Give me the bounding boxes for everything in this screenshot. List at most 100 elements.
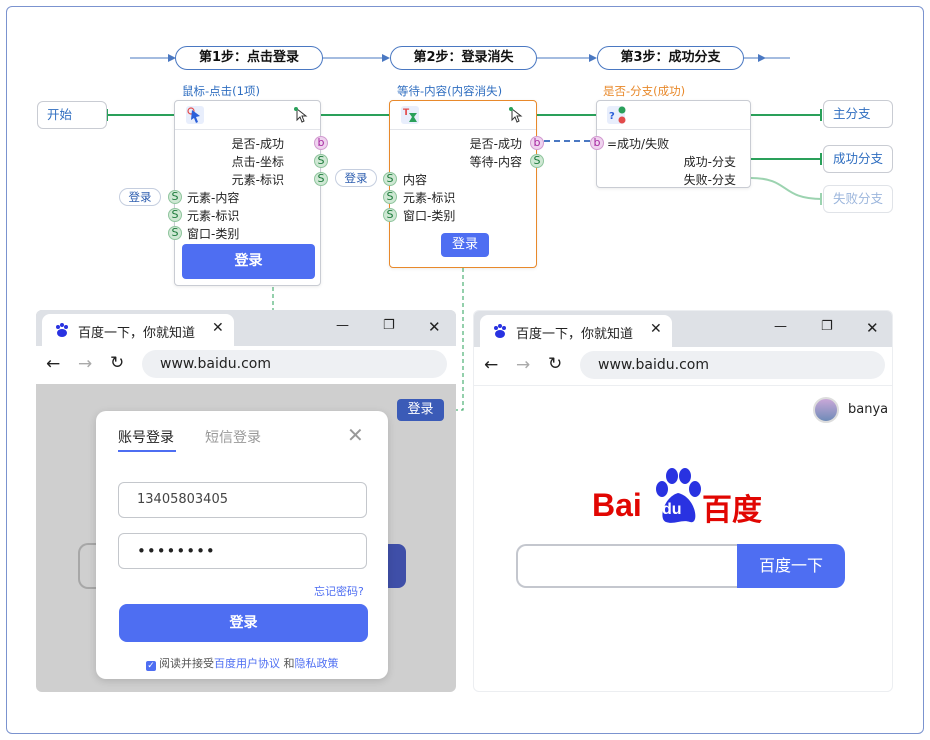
node1-card[interactable]: 是否-成功 b 点击-坐标 S 元素-标识 S S 元素-内容 S 元素-标识 … — [168, 100, 328, 286]
string-port-badge[interactable]: S — [383, 190, 397, 204]
back-icon[interactable]: ← — [46, 354, 61, 374]
svg-text:?: ? — [609, 111, 615, 122]
timeline-arrow — [589, 54, 597, 62]
node3-header: ? — [597, 101, 750, 130]
baidu-paw-icon — [494, 324, 506, 338]
node1-input-element-id: 元素-标识 — [187, 209, 240, 223]
browser-right: 百度一下，你就知道 ✕ — ❐ ✕ ← → ↻ www.baidu.com ba… — [473, 310, 893, 692]
login-float-tag[interactable]: 登录 — [397, 399, 444, 421]
string-port-badge[interactable]: S — [383, 172, 397, 186]
privacy-policy-link[interactable]: 隐私政策 — [294, 657, 339, 670]
mouse-click-icon — [186, 106, 204, 124]
browser-tab[interactable]: 百度一下，你就知道 ✕ — [480, 315, 672, 347]
forgot-password-link[interactable]: 忘记密码? — [314, 585, 364, 598]
node2-header: T — [390, 101, 536, 130]
agree-and: 和 — [283, 657, 295, 670]
node2-input-chip[interactable]: 登录 — [335, 169, 377, 187]
success-branch-node[interactable]: 成功分支 — [823, 145, 893, 173]
node1-input-element-content: 元素-内容 — [187, 191, 240, 205]
dialog-close-icon[interactable]: ✕ — [347, 423, 364, 447]
node1-output-coords: 点击-坐标 — [231, 155, 284, 169]
page-search-button — [386, 544, 406, 588]
bool-port-badge[interactable]: b — [314, 136, 328, 150]
tab-bar: 百度一下，你就知道 ✕ — ❐ ✕ — [474, 311, 892, 347]
nav-bar: ← → ↻ www.baidu.com — [474, 347, 892, 386]
tab-sms-login[interactable]: 短信登录 — [205, 430, 261, 446]
node3-card[interactable]: ? b =成功/失败 成功-分支 失败-分支 — [590, 100, 751, 188]
node1-header — [175, 101, 320, 130]
outer-frame — [6, 6, 924, 734]
step-2-pill: 第2步：登录消失 — [390, 46, 537, 70]
tab-title: 百度一下，你就知道 — [516, 327, 634, 342]
minimize-icon[interactable]: — — [336, 318, 349, 333]
window-close-icon[interactable]: ✕ — [866, 319, 879, 337]
logo-text-right: 百度 — [702, 493, 762, 528]
forward-icon[interactable]: → — [516, 355, 531, 375]
logo-text-left: Bai — [592, 487, 642, 523]
node3-title: 是否-分支(成功) — [603, 84, 686, 98]
tab-underline — [118, 450, 176, 452]
restore-icon[interactable]: ❐ — [383, 318, 395, 333]
pointer-pick-icon[interactable] — [508, 106, 526, 124]
node1-output-element-id: 元素-标识 — [231, 173, 284, 187]
string-port-badge[interactable]: S — [383, 208, 397, 222]
start-node[interactable]: 开始 — [37, 101, 107, 129]
node3-output-fail-branch: 失败-分支 — [683, 173, 736, 187]
nav-bar: ← → ↻ www.baidu.com — [36, 346, 456, 384]
string-port-badge[interactable]: S — [314, 172, 328, 186]
node2-input-window-class: 窗口-类别 — [403, 209, 456, 223]
minimize-icon[interactable]: — — [774, 319, 787, 334]
back-icon[interactable]: ← — [484, 355, 499, 375]
phone-input[interactable]: 13405803405 — [118, 482, 367, 518]
agreement-line: ✓阅读并接受百度用户协议 和隐私政策 — [146, 655, 339, 671]
node2-output-wait-content: 等待-内容 — [469, 155, 522, 169]
tab-close-icon[interactable]: ✕ — [650, 321, 662, 337]
node2-card[interactable]: T 是否-成功 b 等待-内容 S S 内容 S 元素-标识 S 窗口-类别 登… — [383, 100, 544, 268]
search-input[interactable] — [516, 544, 738, 588]
tab-account-login[interactable]: 账号登录 — [118, 430, 174, 446]
string-port-badge[interactable]: S — [168, 226, 182, 240]
avatar[interactable] — [813, 397, 839, 423]
baidu-paw-logo-icon — [656, 468, 701, 523]
logo-text-mid: du — [662, 501, 682, 518]
password-input[interactable]: •••••••• — [118, 533, 367, 569]
search-button[interactable]: 百度一下 — [737, 544, 845, 588]
step-3-pill: 第3步：成功分支 — [597, 46, 744, 70]
node1-title: 鼠标-点击(1项) — [182, 84, 260, 98]
username[interactable]: banya — [848, 402, 889, 417]
forward-icon[interactable]: → — [78, 354, 93, 374]
string-port-badge[interactable]: S — [168, 190, 182, 204]
main-branch-node[interactable]: 主分支 — [823, 100, 893, 128]
pointer-pick-icon[interactable] — [293, 106, 311, 124]
reload-icon[interactable]: ↻ — [110, 353, 125, 373]
agree-prefix: 阅读并接受 — [159, 657, 214, 670]
restore-icon[interactable]: ❐ — [821, 319, 833, 334]
bool-port-badge[interactable]: b — [590, 136, 604, 150]
branch-condition-icon: ? — [607, 106, 626, 124]
window-close-icon[interactable]: ✕ — [428, 318, 441, 336]
string-port-badge[interactable]: S — [168, 208, 182, 222]
bool-port-badge[interactable]: b — [530, 136, 544, 150]
node2-input-element-id: 元素-标识 — [403, 191, 456, 205]
reload-icon[interactable]: ↻ — [548, 354, 563, 374]
tab-bar: 百度一下，你就知道 ✕ — ❐ ✕ — [36, 310, 456, 346]
node1-input-window-class: 窗口-类别 — [187, 227, 240, 241]
timeline-arrow — [168, 54, 176, 62]
node2-login-button[interactable]: 登录 — [441, 233, 489, 257]
node1-login-button[interactable]: 登录 — [182, 244, 315, 279]
address-bar[interactable]: www.baidu.com — [580, 351, 885, 379]
dialog-login-button[interactable]: 登录 — [119, 604, 368, 642]
browser-tab[interactable]: 百度一下，你就知道 ✕ — [42, 314, 234, 346]
tab-close-icon[interactable]: ✕ — [212, 320, 224, 336]
agree-checkbox[interactable]: ✓ — [146, 661, 156, 671]
fail-branch-node[interactable]: 失败分支 — [823, 185, 893, 213]
node2-input-content: 内容 — [403, 173, 428, 187]
pointer-dashed — [448, 268, 464, 411]
baidu-paw-icon — [56, 323, 68, 337]
svg-text:T: T — [403, 108, 410, 118]
address-bar[interactable]: www.baidu.com — [142, 350, 447, 378]
string-port-badge[interactable]: S — [314, 154, 328, 168]
node1-input-chip[interactable]: 登录 — [119, 188, 161, 206]
user-agreement-link[interactable]: 百度用户协议 — [214, 657, 280, 670]
string-port-badge[interactable]: S — [530, 154, 544, 168]
